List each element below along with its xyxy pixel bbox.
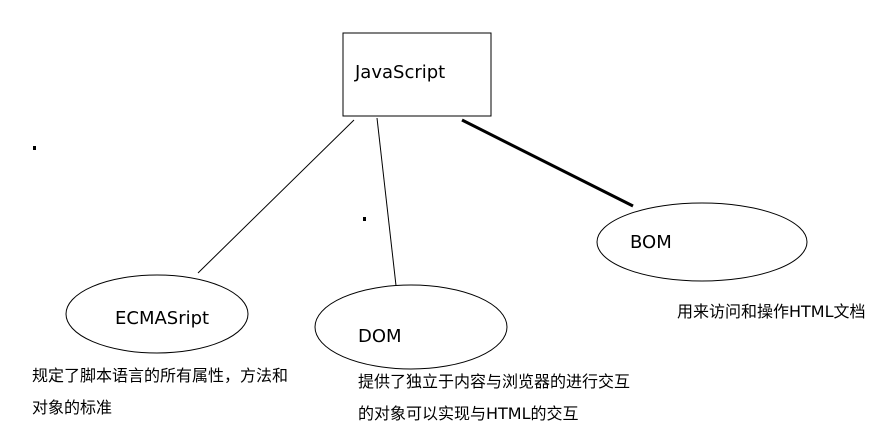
bom-description: 用来访问和操作HTML文档 [677, 296, 866, 328]
stray-dot [33, 146, 36, 150]
connector-bom [461, 118, 634, 208]
dom-ellipse [314, 284, 508, 370]
description-line: 规定了脚本语言的所有属性，方法和 [32, 366, 289, 385]
bom-label: BOM [630, 232, 672, 253]
root-label: JavaScript [355, 62, 446, 83]
stray-dot [363, 217, 366, 221]
bom-ellipse [596, 202, 808, 282]
ecmascript-description: 规定了脚本语言的所有属性，方法和 对象的标准 [32, 360, 288, 424]
description-line: 对象的标准 [32, 398, 113, 417]
description-line: 的对象可以实现与HTML的交互 [358, 404, 579, 423]
connector-dom [376, 117, 400, 313]
ecmascript-label: ECMASript [115, 308, 210, 329]
description-line: 用来访问和操作HTML文档 [677, 302, 866, 321]
connector-ecmascript [197, 119, 355, 274]
ecmascript-ellipse [65, 274, 249, 354]
description-line: 提供了独立于内容与浏览器的进行交互 [358, 372, 631, 391]
dom-label: DOM [358, 326, 402, 347]
root-box [342, 32, 492, 117]
dom-description: 提供了独立于内容与浏览器的进行交互 的对象可以实现与HTML的交互 [358, 366, 630, 430]
